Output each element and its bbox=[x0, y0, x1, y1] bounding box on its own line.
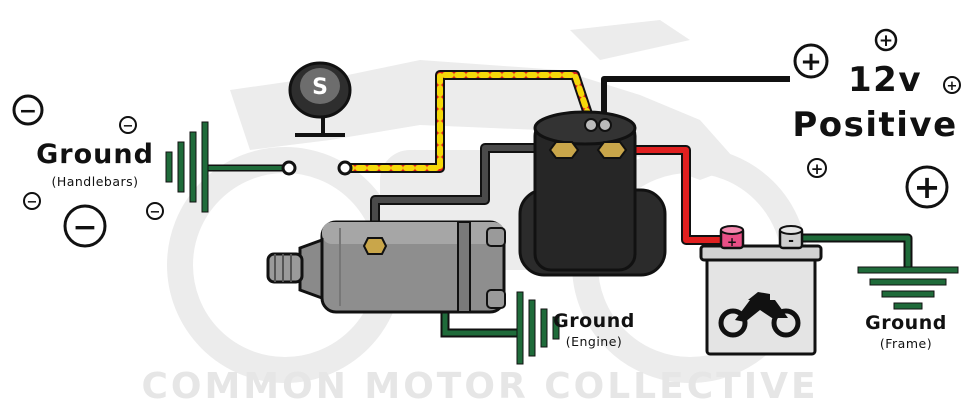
plus-sign-icon: + bbox=[874, 28, 898, 52]
frame-ground-wire bbox=[797, 233, 913, 268]
switch-contact-right bbox=[337, 160, 353, 176]
ground-symbol-icon bbox=[165, 121, 209, 213]
svg-text:+: + bbox=[811, 160, 824, 178]
battery-positive-mark: + bbox=[727, 235, 737, 249]
svg-text:+: + bbox=[914, 168, 941, 206]
engine-ground-wire bbox=[440, 310, 520, 338]
start-button-letter: S bbox=[312, 75, 328, 100]
minus-sign-icon: − bbox=[23, 192, 41, 210]
starter-motor-icon bbox=[266, 220, 506, 314]
svg-text:−: − bbox=[27, 195, 38, 210]
start-button-icon: S bbox=[288, 61, 352, 137]
ground-handlebars-subtitle: (Handlebars) bbox=[51, 174, 138, 189]
plus-sign-icon: + bbox=[793, 43, 829, 79]
switch-wire bbox=[341, 70, 595, 173]
svg-text:−: − bbox=[123, 119, 134, 134]
plus-sign-icon: + bbox=[905, 165, 949, 209]
motorcycle-icon bbox=[718, 292, 801, 338]
ground-symbol-icon bbox=[516, 291, 560, 365]
plus-sign-icon: + bbox=[943, 76, 961, 94]
ground-symbol-icon bbox=[857, 266, 959, 310]
starter-cable bbox=[370, 143, 560, 245]
battery-icon: + - bbox=[699, 225, 823, 356]
plus-sign-icon: + bbox=[807, 158, 827, 178]
minus-sign-icon: − bbox=[146, 202, 164, 220]
svg-text:−: − bbox=[150, 205, 161, 220]
positive-label-line1: 12v bbox=[848, 60, 922, 100]
minus-sign-icon: − bbox=[12, 94, 44, 126]
battery-positive-wire bbox=[613, 145, 730, 245]
ground-handlebars-title: Ground bbox=[36, 139, 154, 170]
svg-text:−: − bbox=[72, 210, 97, 245]
ground-engine-subtitle: (Engine) bbox=[566, 334, 623, 349]
svg-text:+: + bbox=[879, 31, 893, 51]
minus-sign-icon: − bbox=[63, 204, 107, 248]
ground-frame-title: Ground bbox=[865, 312, 947, 334]
watermark-text: COMMON MOTOR COLLECTIVE bbox=[141, 366, 818, 407]
svg-text:−: − bbox=[19, 99, 37, 124]
ground-engine-title: Ground bbox=[553, 310, 635, 332]
svg-text:+: + bbox=[800, 47, 822, 77]
positive-label-line2: Positive bbox=[792, 105, 957, 145]
ground-frame-subtitle: (Frame) bbox=[880, 336, 932, 351]
battery-negative-mark: - bbox=[788, 233, 794, 249]
positive-feed-wire bbox=[601, 76, 790, 118]
minus-sign-icon: − bbox=[119, 116, 137, 134]
starter-relay-icon bbox=[518, 110, 667, 277]
switch-contact-left bbox=[281, 160, 297, 176]
svg-text:+: + bbox=[947, 79, 958, 94]
